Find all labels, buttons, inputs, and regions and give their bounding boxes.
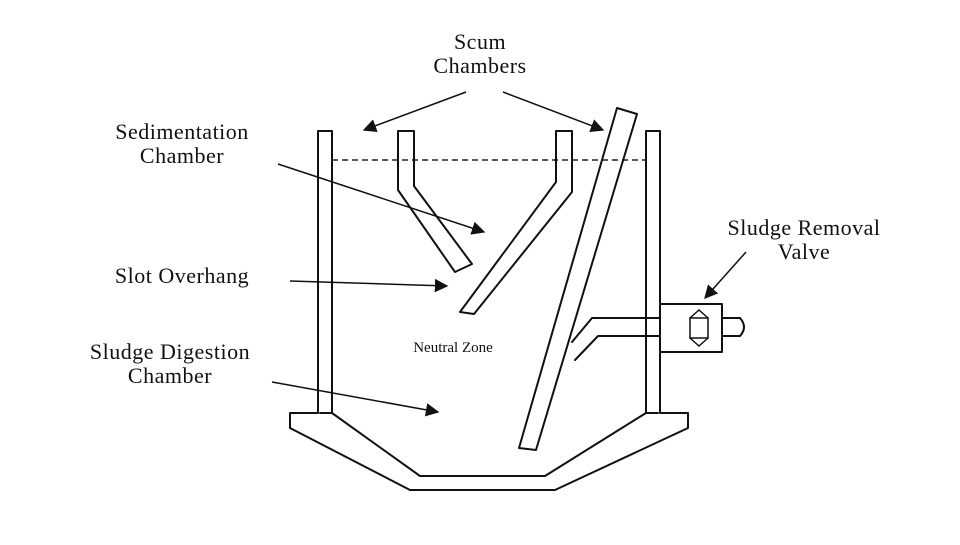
valve-core [689, 317, 709, 339]
valve-flange [689, 308, 709, 348]
arrow-valve [704, 251, 747, 300]
left-baffle [397, 130, 473, 273]
sedimentation-label-line-1: Sedimentation [115, 119, 249, 144]
right-baffle [459, 130, 573, 315]
sludge-digestion-chamber-label: Sludge Digestion Chamber [38, 340, 302, 388]
neutral-label-line: Neutral Zone [413, 340, 493, 356]
arrow-digestion [271, 381, 440, 417]
arrow-slot-overhang [289, 278, 449, 293]
valve-label-line-2: Valve [777, 239, 831, 264]
arrow-scum-right [502, 91, 605, 132]
sludge-pipe [571, 317, 661, 361]
valve-outlet [721, 317, 745, 337]
scum-chambers-label: Scum Chambers [420, 30, 540, 78]
scum-label-line-1: Scum [453, 29, 507, 54]
inclined-gas-vent [518, 107, 638, 451]
arrow-sedimentation [277, 163, 486, 235]
valve-housing [659, 303, 723, 353]
digestion-label-line-1: Sludge Digestion [89, 339, 251, 364]
sludge-removal-valve-label: Sludge Removal Valve [676, 216, 932, 264]
valve-label-line-1: Sludge Removal [727, 215, 881, 240]
slot-label-line: Slot Overhang [114, 263, 250, 288]
digestion-label-line-2: Chamber [127, 363, 213, 388]
outer-tank-wall [289, 130, 689, 491]
sedimentation-label-line-2: Chamber [139, 143, 225, 168]
sedimentation-chamber-label: Sedimentation Chamber [72, 120, 292, 168]
neutral-zone-label: Neutral Zone [370, 336, 536, 360]
slot-overhang-label: Slot Overhang [76, 264, 288, 288]
scum-label-line-2: Chambers [433, 53, 527, 78]
arrow-scum-left [362, 91, 467, 133]
